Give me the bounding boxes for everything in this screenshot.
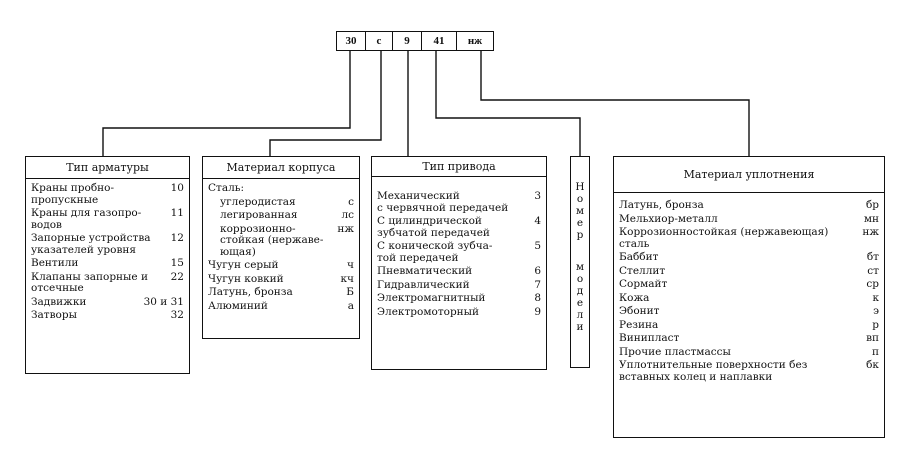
model-number-letter: м (575, 261, 585, 273)
model-number-letter: е (576, 217, 584, 229)
body-material-title: Материал корпуса (203, 157, 359, 179)
list-heading: Сталь: (208, 182, 245, 194)
seal-material-title: Материал уплотнения (614, 157, 884, 193)
fitting-type-title: Тип арматуры (26, 157, 189, 179)
code-model-number: 41 (421, 31, 456, 51)
code-seal-material: нж (456, 31, 494, 51)
drive-type-title: Тип привода (372, 157, 546, 177)
code-body-material: с (365, 31, 392, 51)
list-item: коррозионно- стойкая (нержаве- ющая)нж (220, 222, 354, 258)
model-number-letter: и (576, 321, 584, 333)
model-number-letter: е (576, 297, 584, 309)
code-drive-type: 9 (392, 31, 421, 51)
model-number-letter: о (576, 193, 584, 205)
model-number-letter: д (576, 285, 584, 297)
model-number-letter: р (576, 229, 584, 241)
model-number-box: Н о м е р м о д е л и (570, 156, 590, 368)
model-number-letter: л (576, 309, 584, 321)
code-fitting-type: 30 (336, 31, 365, 51)
list-item: Уплотнительные поверхности без вставных … (619, 359, 879, 383)
model-number-letter: Н (575, 181, 585, 193)
model-number-letter: о (576, 273, 584, 285)
drive-type-box: Тип привода Механический с червячной пер… (371, 156, 547, 370)
model-number-letter: м (575, 205, 585, 217)
designation-code: 30 с 9 41 нж (336, 31, 494, 51)
